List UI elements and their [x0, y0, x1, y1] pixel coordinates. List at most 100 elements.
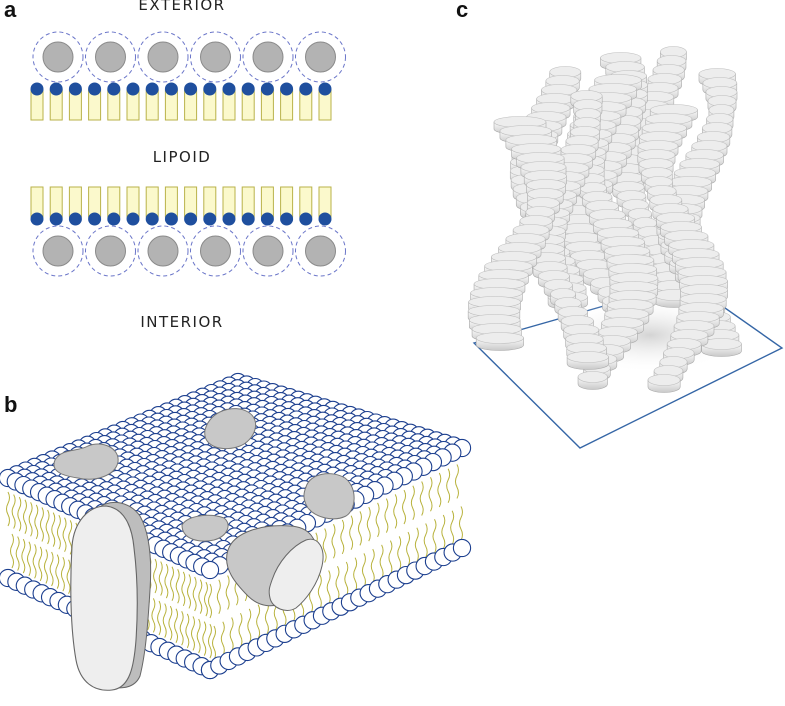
lipid-headgroup	[145, 212, 159, 226]
ion-hydration-shell	[190, 31, 241, 83]
lipid-tail	[153, 558, 158, 594]
lipid-tail	[43, 549, 48, 584]
interior-ion-row	[32, 225, 346, 277]
ion-hydration-shell	[85, 225, 136, 277]
lipid-tail	[32, 544, 37, 579]
lipid-tail	[62, 517, 67, 552]
lipid-tail	[393, 494, 398, 529]
lipid-tail	[410, 485, 415, 521]
lipid-tail	[335, 565, 340, 601]
lipid-headgroup	[222, 82, 236, 96]
lipid-headgroup	[88, 82, 102, 96]
lipid-tail	[317, 574, 322, 609]
lipid-tail	[370, 548, 375, 584]
surface-protein	[53, 443, 119, 480]
lipid-tail	[11, 494, 16, 529]
lipid-tail	[22, 499, 27, 534]
lipid-headgroup	[107, 212, 121, 226]
transmembrane-protein-light-face	[268, 538, 324, 611]
lipid-tail	[331, 523, 336, 559]
lipid-tail	[26, 541, 31, 576]
lipid-tail	[423, 523, 428, 558]
lipid-headgroup	[145, 82, 159, 96]
exterior-ion-row	[32, 31, 346, 83]
lipid-tail	[158, 561, 163, 596]
helix-slab-top	[647, 374, 681, 386]
lipid-tail	[207, 623, 212, 659]
lipid-headgroup	[30, 82, 44, 96]
lipid-tail	[326, 570, 331, 605]
lipid-headgroup	[184, 82, 198, 96]
ion-hydration-shell	[242, 31, 294, 83]
lipid-tail	[256, 604, 261, 639]
lipid-headgroup	[68, 82, 82, 96]
lipid-tail	[202, 621, 207, 656]
helix-slab-top	[566, 351, 609, 363]
lipid-tail	[55, 554, 60, 589]
outer-leaflet	[30, 82, 332, 121]
helix-slab-top	[577, 371, 608, 383]
lipid-tail	[446, 468, 451, 503]
ion	[305, 41, 336, 73]
ion	[147, 235, 179, 267]
large-transmembrane-protein	[70, 505, 138, 691]
lipid-headgroup	[203, 212, 217, 226]
lipid-headgroup	[241, 212, 255, 226]
surface-protein	[181, 514, 229, 542]
ion	[252, 41, 284, 73]
ion	[42, 41, 74, 73]
lipid-tail	[402, 489, 407, 525]
lipid-tail	[15, 536, 20, 571]
lipid-headgroup	[164, 212, 178, 226]
panel-label-a: a	[4, 0, 17, 22]
lipid-tail	[185, 613, 190, 649]
lipid-tail	[192, 576, 197, 612]
ion-hydration-shell	[85, 31, 136, 83]
lipid-tail	[361, 553, 366, 588]
ion-hydration-shell	[295, 225, 346, 277]
lipid-tail	[208, 583, 212, 619]
ion	[252, 235, 284, 267]
lipid-tail	[51, 512, 56, 547]
lipid-headgroup	[107, 82, 121, 96]
lipid-headgroup	[241, 82, 255, 96]
lipid-tail	[388, 540, 393, 575]
lipid-headgroup	[49, 82, 63, 96]
lipid-tail	[441, 514, 446, 550]
lipid-tail	[419, 481, 424, 516]
lipid-tail	[60, 556, 65, 592]
membrane-right-face	[205, 430, 460, 688]
ion-hydration-shell	[137, 31, 189, 83]
lipid-tail	[151, 598, 156, 633]
lipid-headgroup	[88, 212, 102, 226]
lipid-headgroup	[318, 212, 332, 226]
helix-stack	[467, 116, 567, 351]
panel-label-b: b	[4, 392, 18, 417]
lipid-tail	[229, 617, 234, 652]
lipid-headgroup	[280, 82, 294, 96]
lipid-tail	[366, 506, 371, 542]
headgroup-sphere	[452, 538, 472, 558]
lipid-tail	[190, 616, 195, 651]
ion-hydration-shell	[190, 225, 241, 277]
lipid-tail	[21, 538, 26, 574]
surface-protein	[303, 473, 355, 520]
lipid-headgroup	[68, 212, 82, 226]
lipid-tail	[225, 575, 230, 610]
lipid-tail	[450, 510, 455, 545]
lipid-tail	[247, 608, 252, 644]
lipid-headgroup	[126, 82, 140, 96]
panel-label-c: c	[456, 0, 469, 22]
ion-hydration-shell	[242, 225, 294, 277]
lipid-tail	[175, 569, 180, 604]
lipid-tail	[34, 504, 39, 540]
lipid-tail	[397, 536, 402, 571]
lipid-tail	[196, 618, 201, 654]
lipid-tail	[454, 464, 459, 499]
lipid-tail	[56, 514, 61, 550]
lipid-tail	[157, 600, 162, 636]
lipid-tail	[238, 612, 243, 648]
lipid-tail	[174, 608, 179, 643]
